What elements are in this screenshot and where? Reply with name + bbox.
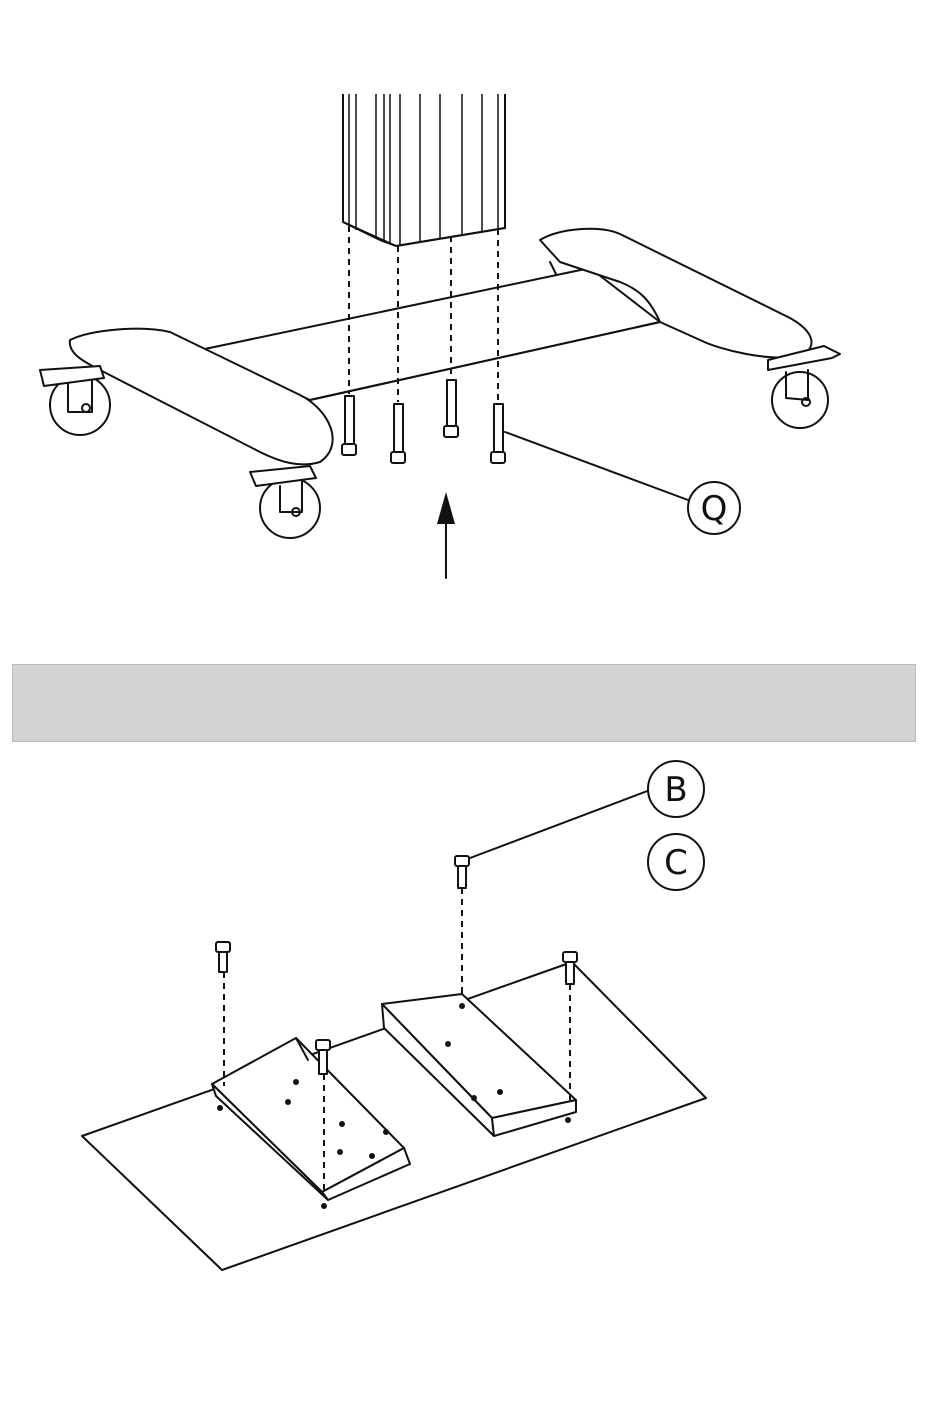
bracket-assembly-illustration: B C	[0, 740, 950, 1380]
callout-c: C	[648, 834, 704, 890]
up-arrow-icon	[437, 492, 455, 578]
instruction-band	[12, 664, 916, 742]
column-part	[343, 94, 505, 246]
callout-q-label: Q	[701, 489, 728, 529]
callout-q: Q	[505, 432, 740, 534]
base-assembly-illustration: Q	[0, 0, 950, 640]
callout-c-label: C	[664, 843, 688, 883]
callout-b-label: B	[664, 770, 687, 810]
bolts-q	[342, 380, 505, 463]
